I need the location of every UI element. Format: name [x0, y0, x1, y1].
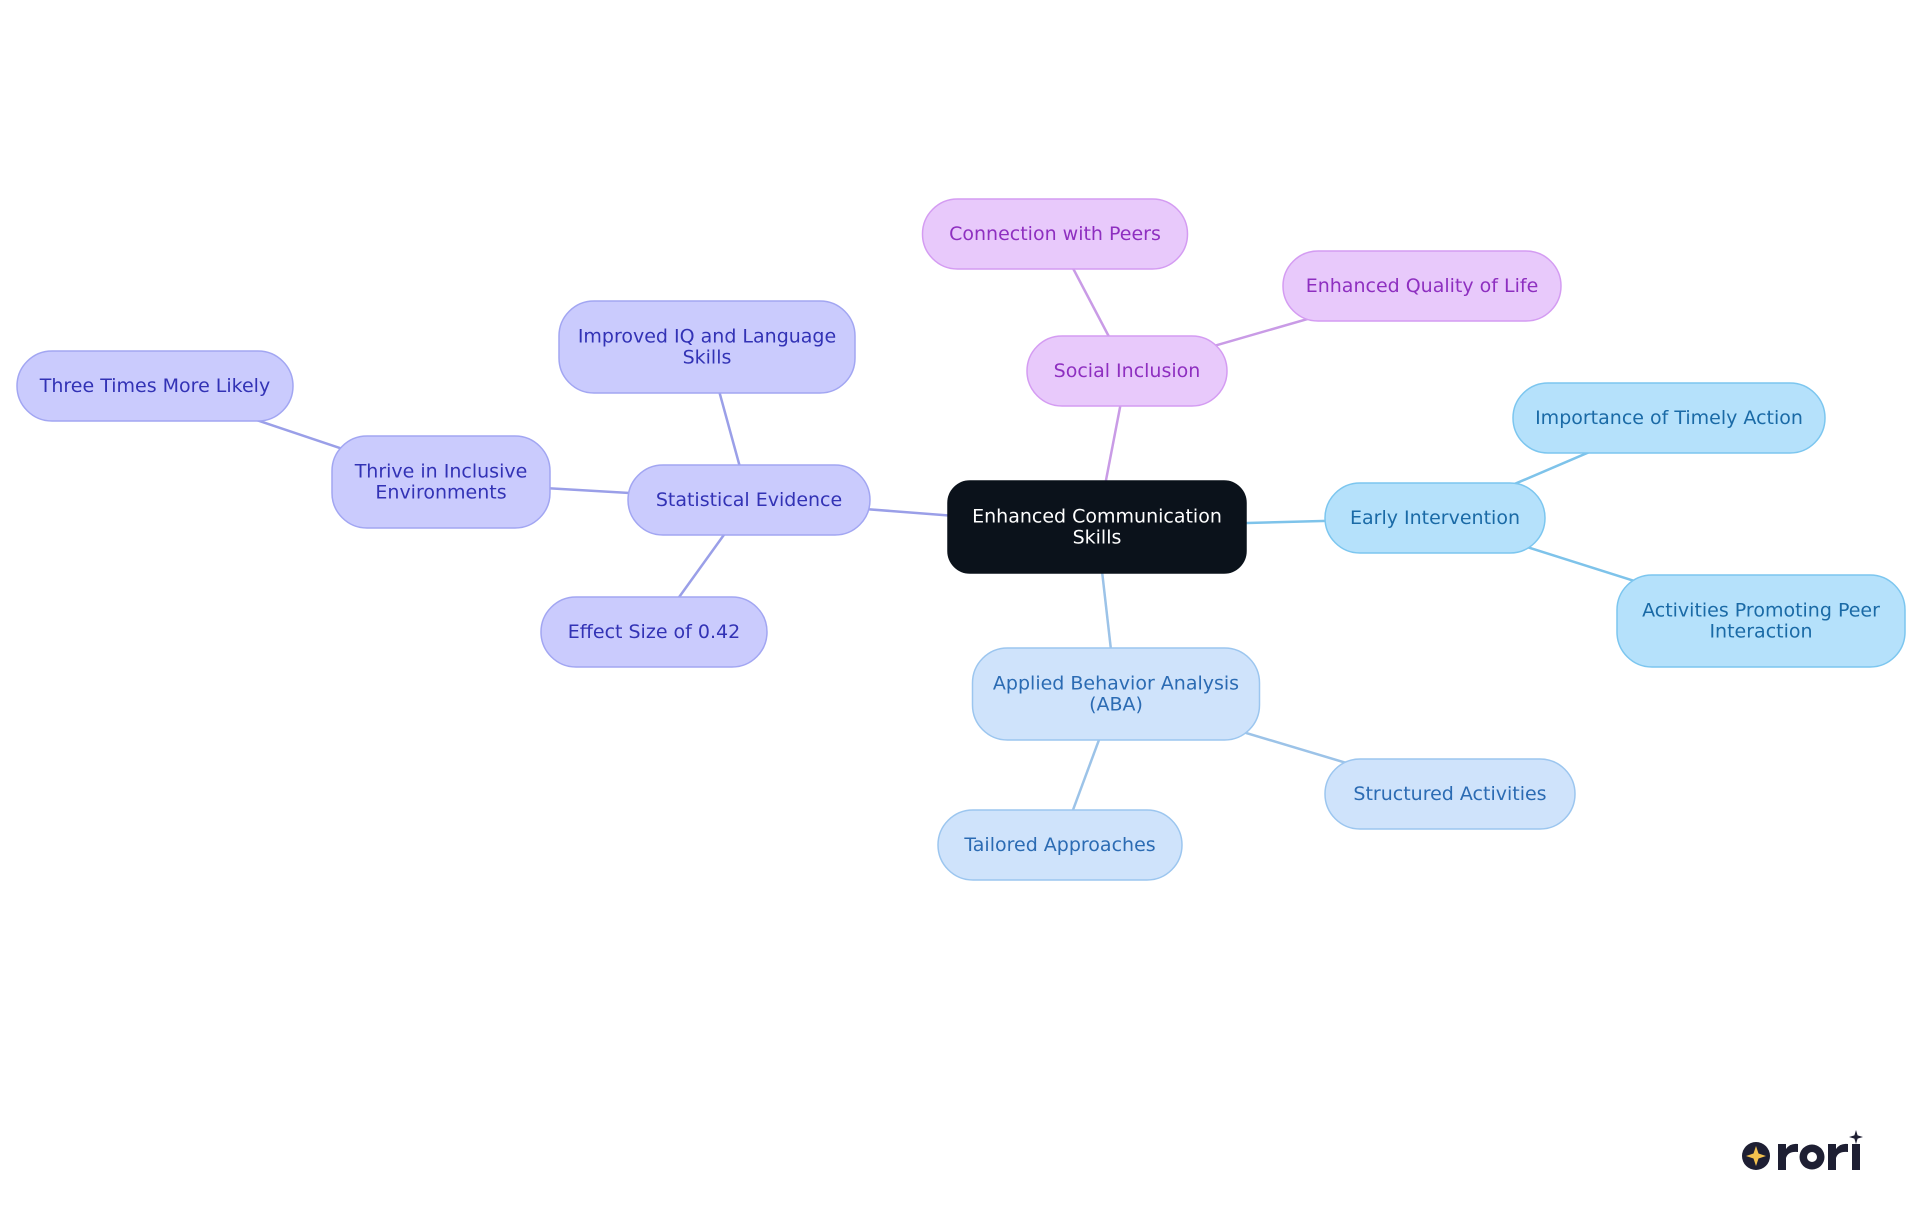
node-label-early-intervention-line-1: Early Intervention — [1350, 507, 1520, 529]
node-tailored-approaches: Tailored Approaches — [937, 809, 1183, 881]
node-label-structured-activities-line-1: Structured Activities — [1353, 783, 1546, 805]
logo-star-icon — [1746, 1146, 1766, 1166]
node-label-activities-promoting-peer-interaction-line-2: Interaction — [1709, 621, 1812, 643]
node-applied-behavior-analysis: Applied Behavior Analysis(ABA) — [971, 647, 1261, 741]
node-label-root-line-1: Enhanced Communication — [972, 506, 1222, 528]
node-effect-size-of-0-42: Effect Size of 0.42 — [540, 596, 768, 668]
node-label-improved-iq-and-language-skills-line-1: Improved IQ and Language — [578, 326, 836, 348]
rori-logo-glyphs — [1742, 1130, 1863, 1170]
node-label-effect-size-of-0-42-line-1: Effect Size of 0.42 — [568, 621, 740, 643]
node-box-early-intervention — [1324, 482, 1546, 554]
node-label-three-times-more-likely-line-1: Three Times More Likely — [39, 375, 270, 397]
node-box-root — [947, 480, 1247, 574]
node-structured-activities: Structured Activities — [1324, 758, 1576, 830]
node-label-activities-promoting-peer-interaction-line-1: Activities Promoting Peer — [1642, 600, 1880, 622]
node-label-root-line-2: Skills — [1073, 527, 1122, 549]
logo-letter-r-2 — [1828, 1143, 1848, 1170]
node-connection-with-peers: Connection with Peers — [921, 198, 1189, 270]
node-label-improved-iq-and-language-skills-line-2: Skills — [683, 347, 732, 369]
node-label-thrive-in-inclusive-environments-line-1: Thrive in Inclusive — [354, 461, 528, 483]
node-label-social-inclusion-line-1: Social Inclusion — [1054, 360, 1201, 382]
node-label-applied-behavior-analysis-line-1: Applied Behavior Analysis — [993, 673, 1239, 695]
node-box-statistical-evidence — [627, 464, 871, 536]
node-box-activities-promoting-peer-interaction — [1616, 574, 1906, 668]
node-label-importance-of-timely-action-line-1: Importance of Timely Action — [1535, 407, 1803, 429]
node-early-intervention: Early Intervention — [1324, 482, 1546, 554]
node-label-tailored-approaches-line-1: Tailored Approaches — [963, 834, 1155, 856]
node-box-applied-behavior-analysis — [971, 647, 1261, 741]
node-statistical-evidence: Statistical Evidence — [627, 464, 871, 536]
node-three-times-more-likely: Three Times More Likely — [16, 350, 294, 422]
node-box-connection-with-peers — [921, 198, 1189, 270]
node-label-enhanced-quality-of-life-line-1: Enhanced Quality of Life — [1306, 275, 1539, 297]
node-box-improved-iq-and-language-skills — [558, 300, 856, 394]
node-label-statistical-evidence-line-1: Statistical Evidence — [656, 489, 842, 511]
node-box-three-times-more-likely — [16, 350, 294, 422]
logo-letter-r-1 — [1778, 1143, 1798, 1170]
node-box-effect-size-of-0-42 — [540, 596, 768, 668]
node-importance-of-timely-action: Importance of Timely Action — [1512, 382, 1826, 454]
node-box-tailored-approaches — [937, 809, 1183, 881]
node-box-thrive-in-inclusive-environments — [331, 435, 551, 529]
logo-sparkle-icon — [1849, 1130, 1863, 1144]
node-box-structured-activities — [1324, 758, 1576, 830]
logo-letter-i — [1852, 1144, 1860, 1170]
node-enhanced-quality-of-life: Enhanced Quality of Life — [1282, 250, 1562, 322]
node-label-applied-behavior-analysis-line-2: (ABA) — [1089, 694, 1143, 716]
logo-letter-o-hole — [1807, 1152, 1817, 1162]
node-box-social-inclusion — [1026, 335, 1228, 407]
node-label-connection-with-peers-line-1: Connection with Peers — [949, 223, 1161, 245]
node-label-thrive-in-inclusive-environments-line-2: Environments — [375, 482, 506, 504]
node-box-enhanced-quality-of-life — [1282, 250, 1562, 322]
node-box-importance-of-timely-action — [1512, 382, 1826, 454]
node-social-inclusion: Social Inclusion — [1026, 335, 1228, 407]
rori-logo — [1742, 1130, 1863, 1170]
